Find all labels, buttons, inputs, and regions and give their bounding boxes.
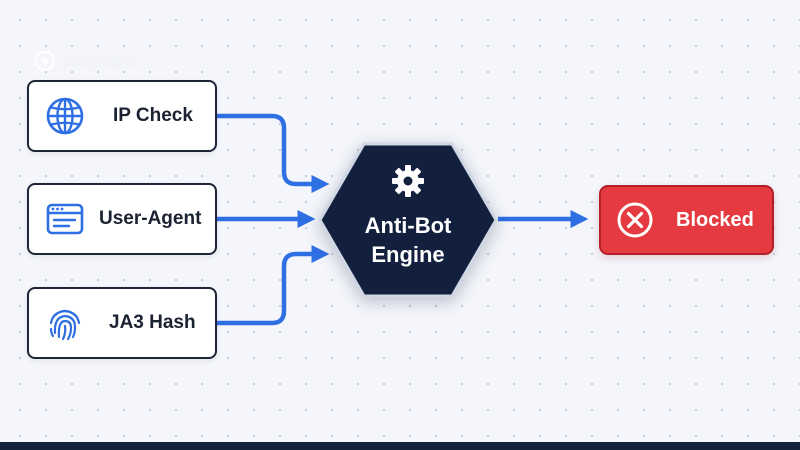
gear-icon (391, 164, 425, 203)
input-card-user-agent: User-Agent (27, 183, 217, 255)
bottom-bar (0, 442, 800, 450)
input-card-ja3-hash: JA3 Hash (27, 287, 217, 359)
engine-hexagon (318, 142, 498, 298)
arrow-ip-to-engine (217, 113, 330, 193)
anti-bot-engine-node: Anti-Bot Engine (318, 142, 498, 298)
engine-label-line1: Anti-Bot (364, 212, 452, 238)
browser-window-icon (43, 197, 87, 241)
blocked-result-box: Blocked (599, 185, 774, 255)
fingerprint-icon (43, 301, 87, 345)
watermark-text: proxybasic (62, 52, 136, 70)
arrow-ja3-to-engine (217, 245, 330, 326)
input-card-ip-check: IP Check (27, 80, 217, 152)
blocked-label: Blocked (676, 208, 754, 231)
close-circle-icon (613, 198, 657, 242)
input-label-ip-check: IP Check (113, 105, 193, 126)
input-label-ja3-hash: JA3 Hash (109, 312, 196, 333)
input-label-user-agent: User-Agent (99, 208, 202, 229)
globe-icon (43, 94, 87, 138)
logo-icon (34, 50, 56, 72)
watermark: proxybasic (34, 50, 136, 72)
engine-label-line2: Engine (371, 241, 445, 267)
